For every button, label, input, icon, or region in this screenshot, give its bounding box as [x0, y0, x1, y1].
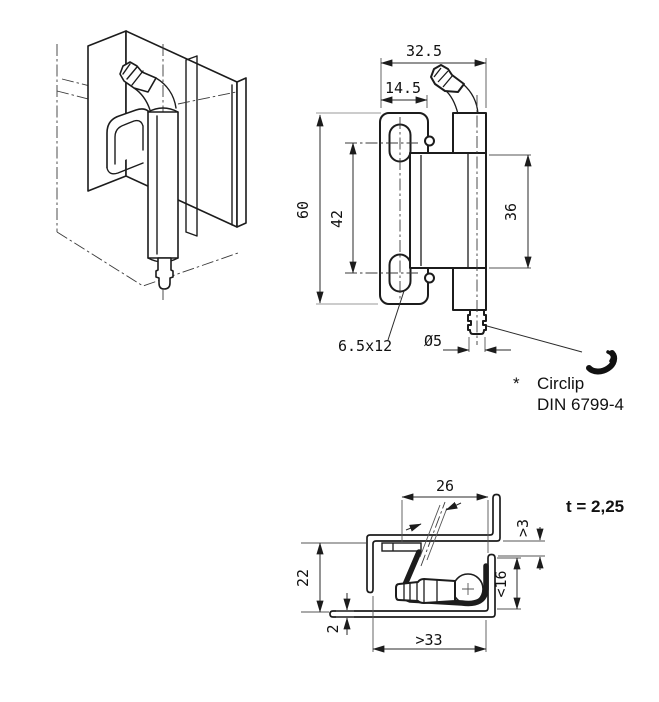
- dim-slot-spacing: 42: [328, 210, 346, 228]
- hinge-barrel: [147, 111, 179, 259]
- dim-depth: 26: [436, 477, 454, 495]
- dim-slot-size: 6.5x12: [338, 337, 392, 355]
- plate-notch-top: [424, 135, 435, 147]
- lever-arm: [430, 64, 465, 93]
- dim-height: 22: [294, 569, 312, 587]
- isometric-view: [56, 30, 247, 300]
- dim-flange-width: 14.5: [385, 79, 421, 97]
- dim-pin-diameter: Ø5: [424, 332, 442, 350]
- hinge-pin-iso: [155, 257, 174, 290]
- leaf-mount-tab: [381, 542, 422, 552]
- dim-total-width: 32.5: [406, 42, 442, 60]
- frame-sheet-inner: [366, 498, 494, 589]
- note-din: DIN 6799-4: [537, 395, 624, 414]
- note-circlip: Circlip: [537, 374, 584, 393]
- dim-max-inner-height: <16: [492, 570, 510, 597]
- material-thickness-note: t = 2,25: [566, 497, 624, 516]
- section-view: 26 22 2 >33 <16 >3 t = 2,25: [294, 477, 624, 653]
- lever-arm-section: [395, 578, 456, 604]
- door-sheet-inner: [333, 558, 489, 612]
- plate-notch-bottom: [424, 272, 435, 284]
- hinge-leaf-body: [409, 152, 487, 269]
- dim-plate-height: 60: [294, 201, 312, 219]
- note-marker: *: [513, 374, 520, 393]
- dim-leaf-height: 36: [502, 203, 520, 221]
- circlip-note: * Circlip DIN 6799-4: [513, 350, 624, 414]
- dim-base-thickness: 2: [324, 624, 342, 633]
- iso-hidden-base-line: [56, 231, 239, 287]
- dim-min-length: >33: [415, 631, 442, 649]
- knuckle-bottom: [452, 267, 487, 311]
- circlip-leader-line: [486, 325, 583, 353]
- dim-min-clearance: >3: [514, 519, 532, 537]
- knuckle-top: [452, 112, 487, 154]
- frame-sheet-outer: [372, 498, 501, 589]
- door-sheet-outer: [333, 558, 496, 618]
- frame-return-flange: [236, 77, 247, 228]
- front-view: 32.5 14.5 60 42 36 Ø5 6.5x12: [294, 42, 583, 355]
